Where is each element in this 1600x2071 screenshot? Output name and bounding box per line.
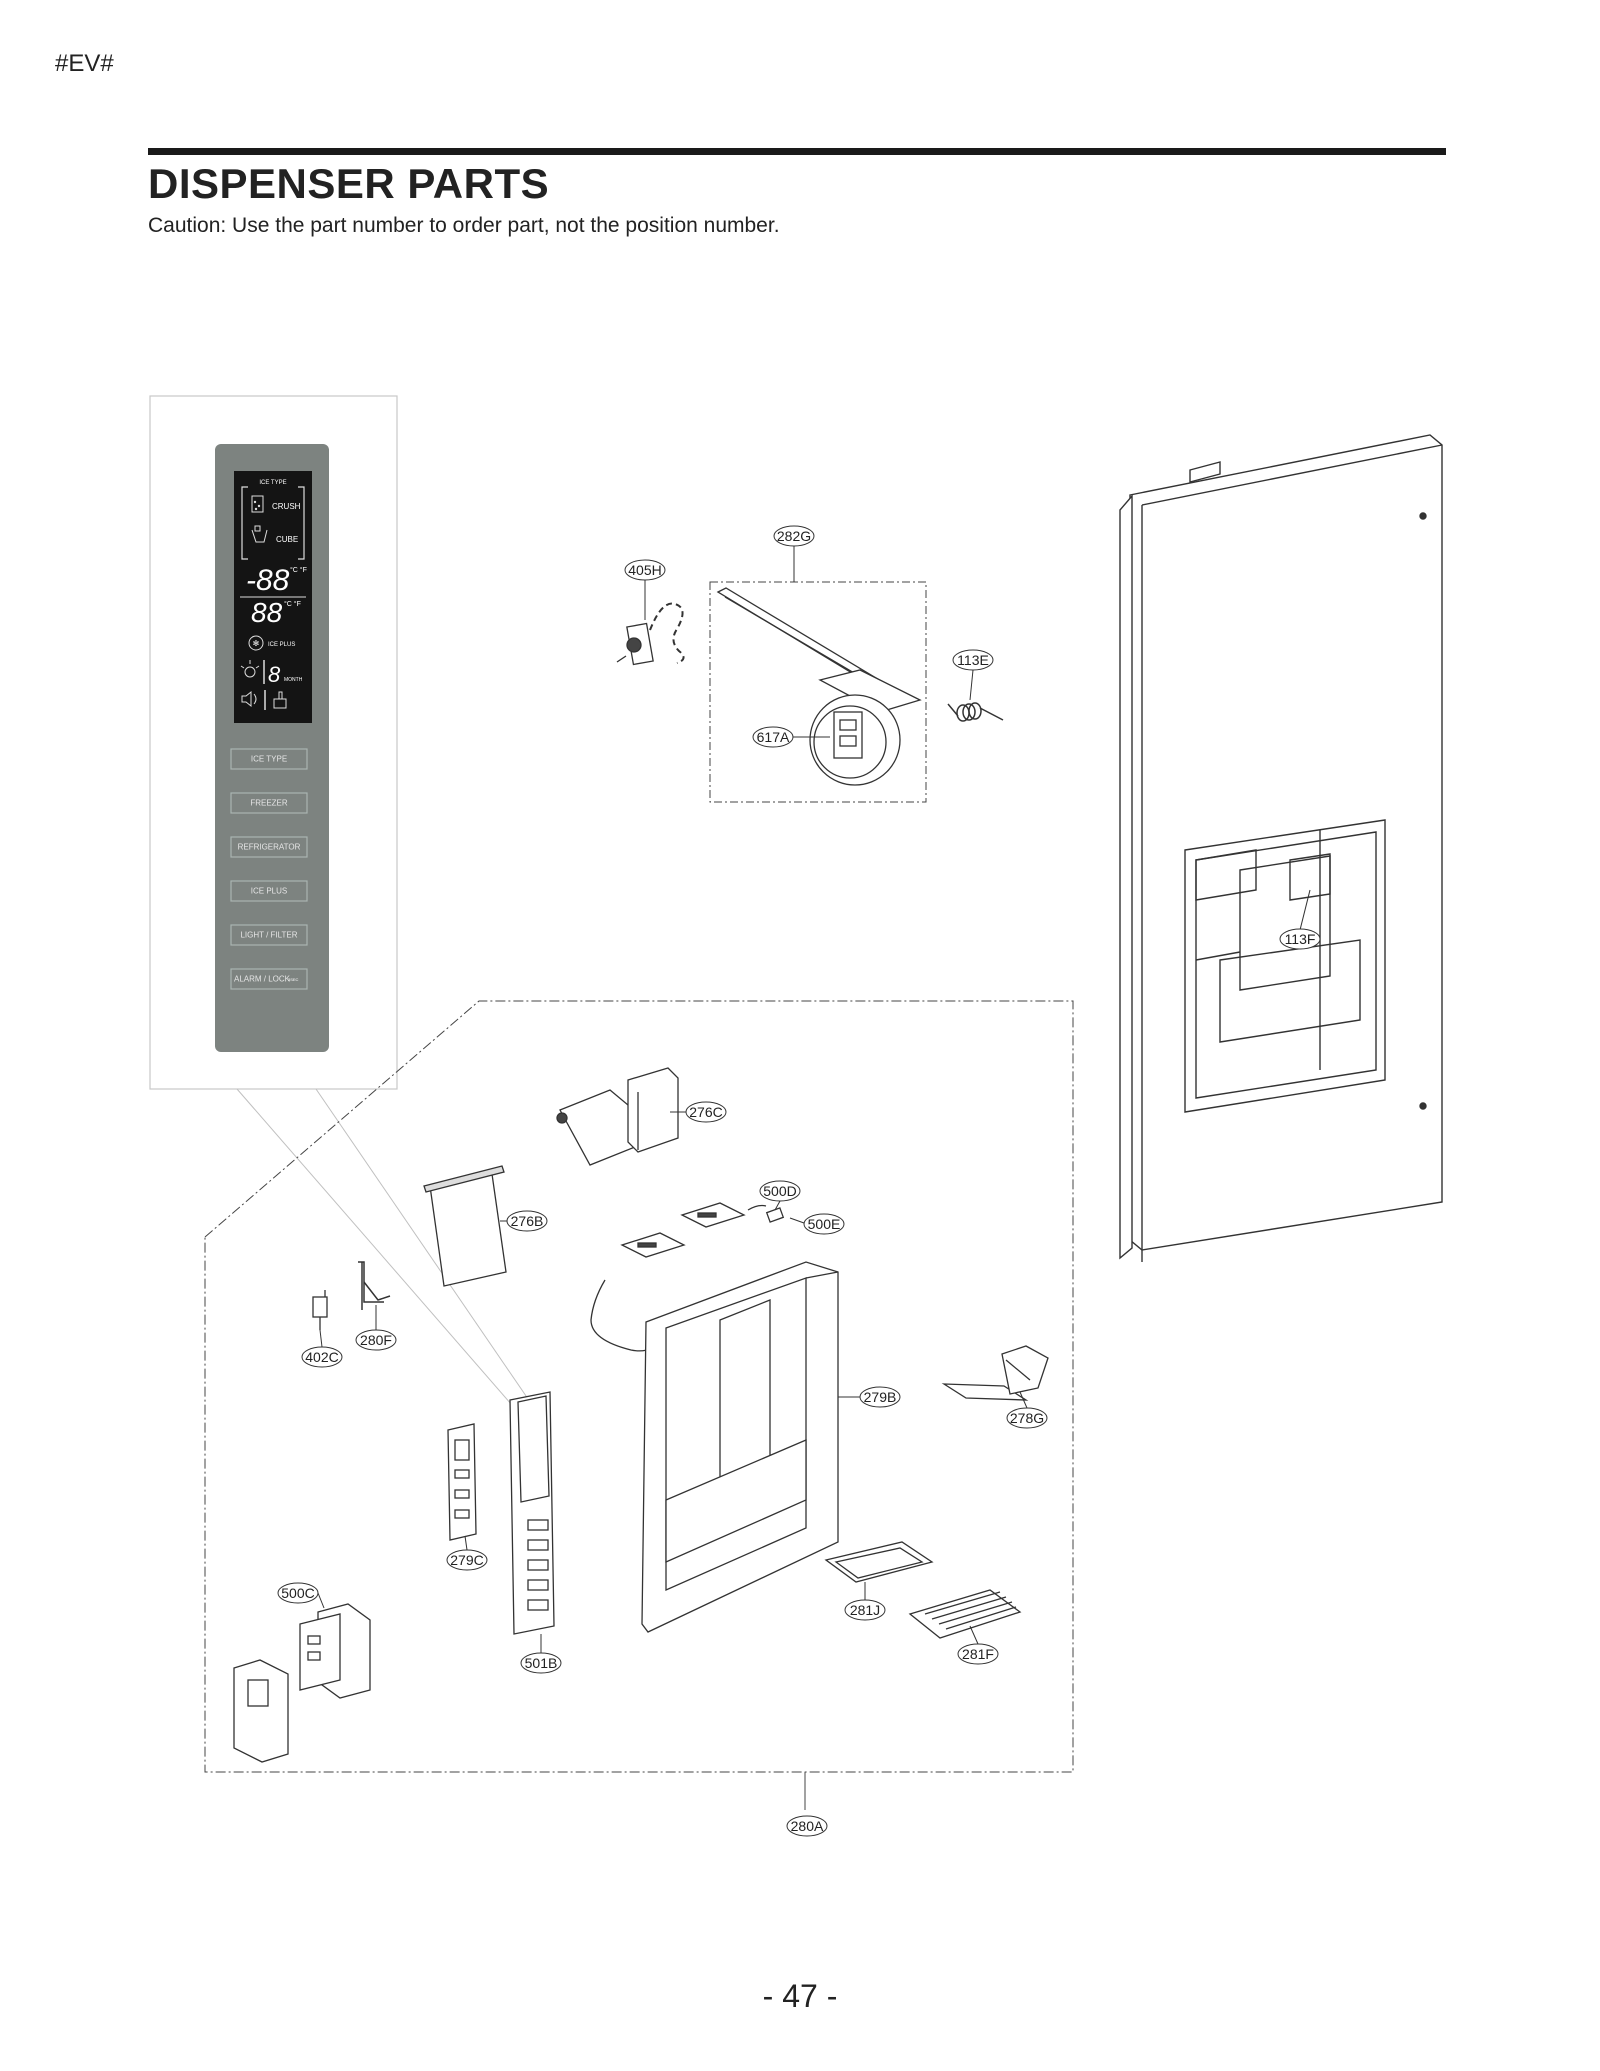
callout-282G: 282G: [773, 525, 815, 582]
freezer-button: [230, 792, 308, 814]
callout-279C: 279C: [446, 1535, 488, 1571]
ice-type-button-label: ICE TYPE: [251, 755, 287, 764]
control-panel-inset: ICE TYPE CRUSH CUBE -88 °C °F 88 °C °F ✻…: [149, 395, 538, 1413]
callout-276C: 276C: [670, 1101, 727, 1123]
fridge-temp-readout: 88: [251, 597, 283, 628]
label-276C: 276C: [689, 1104, 722, 1120]
label-617A: 617A: [757, 729, 790, 745]
part-280F-drawing: [358, 1261, 391, 1310]
callouts: 405H 282G 113E 617A 113F 276C 500D 500E …: [277, 525, 1321, 1837]
label-405H: 405H: [628, 562, 661, 578]
part-281F-drawing: [908, 1589, 1022, 1639]
label-281F: 281F: [962, 1646, 994, 1662]
label-276B: 276B: [511, 1213, 544, 1229]
label-279C: 279C: [450, 1552, 483, 1568]
document-code: #EV#: [55, 50, 114, 77]
filter-month-digit: 8: [268, 662, 281, 687]
label-282G: 282G: [777, 528, 811, 544]
svg-text:✻: ✻: [253, 639, 260, 648]
part-405H-drawing: [616, 602, 685, 666]
light-icon: [240, 660, 260, 678]
callout-113E: 113E: [952, 649, 994, 701]
label-280A: 280A: [791, 1818, 824, 1834]
label-113F: 113F: [1285, 931, 1316, 947]
callout-500D: 500D: [759, 1180, 801, 1211]
alarm-lock-button: [230, 968, 308, 990]
lock-hand-icon: [273, 691, 287, 709]
title-rule: [148, 148, 1446, 155]
light-filter-button: [230, 924, 308, 946]
label-279B: 279B: [864, 1389, 897, 1405]
label-402C: 402C: [305, 1349, 338, 1365]
ice-type-button: [230, 748, 308, 770]
assembly-282G-outline: [709, 581, 927, 803]
alarm-lock-button-label: ALARM / LOCK: [234, 975, 291, 984]
callout-278G: 278G: [1006, 1391, 1048, 1429]
part-500E-drawing: [765, 1207, 785, 1223]
callout-500C: 500C: [277, 1582, 325, 1609]
caution-note: Caution: Use the part number to order pa…: [148, 214, 780, 237]
ice-plus-display-label: ICE PLUS: [268, 642, 295, 648]
cube-label: CUBE: [276, 535, 298, 544]
freezer-temp-readout: -88: [246, 564, 290, 597]
filter-month-units: MONTH: [284, 677, 303, 683]
callout-280A: 280A: [786, 1815, 828, 1837]
callout-280F: 280F: [355, 1305, 397, 1351]
page-title: DISPENSER PARTS: [148, 160, 550, 207]
panel-buttons: ICE TYPE FREEZER REFRIGERATOR ICE PLUS L…: [230, 748, 308, 990]
door-drawing: [1119, 434, 1443, 1262]
alarm-lock-hold-label: 3SEC: [288, 977, 299, 982]
label-280F: 280F: [360, 1332, 392, 1348]
part-276C-drawing: [556, 1067, 679, 1166]
callout-279B: 279B: [838, 1386, 901, 1408]
part-500C-drawing: [233, 1603, 371, 1763]
assembly-280A-outline: [204, 1000, 1074, 1773]
callout-281J: 281J: [844, 1582, 886, 1621]
part-279C-drawing: [447, 1423, 477, 1541]
ice-type-display-label: ICE TYPE: [259, 480, 286, 486]
part-278G-drawing: [941, 1345, 1049, 1401]
crush-icon: [251, 495, 264, 513]
freezer-button-label: FREEZER: [250, 799, 288, 808]
freezer-temp-units: °C °F: [290, 566, 307, 574]
label-281J: 281J: [850, 1602, 880, 1618]
callout-500E: 500E: [789, 1213, 845, 1235]
callout-281F: 281F: [957, 1625, 999, 1665]
part-402C-drawing: [312, 1290, 328, 1330]
light-filter-button-label: LIGHT / FILTER: [240, 931, 297, 940]
part-113E-drawing: [947, 702, 1004, 722]
part-276B-drawing: [423, 1165, 507, 1287]
part-279B-drawing: [641, 1261, 839, 1633]
refrigerator-button: [230, 836, 308, 858]
ice-plus-icon: [248, 635, 264, 651]
callout-617A: 617A: [752, 726, 830, 748]
ice-plus-button: [230, 880, 308, 902]
part-282G-drawing: [716, 587, 922, 786]
label-500C: 500C: [281, 1585, 314, 1601]
callout-276B: 276B: [500, 1210, 548, 1232]
callout-113F: 113F: [1279, 889, 1321, 950]
alarm-speaker-icon: [241, 690, 257, 708]
callout-402C: 402C: [301, 1329, 343, 1368]
refrigerator-button-label: REFRIGERATOR: [238, 843, 301, 852]
part-281J-drawing: [824, 1541, 934, 1583]
fridge-temp-units: °C °F: [284, 600, 301, 608]
page-number: - 47 -: [762, 1978, 838, 2014]
callout-501B: 501B: [520, 1634, 562, 1674]
label-500D: 500D: [763, 1183, 796, 1199]
crush-label: CRUSH: [272, 502, 301, 511]
part-501B-drawing: [509, 1391, 555, 1635]
callout-405H: 405H: [624, 559, 666, 620]
ice-plus-button-label: ICE PLUS: [251, 887, 287, 896]
label-501B: 501B: [525, 1655, 558, 1671]
cube-icon: [251, 525, 268, 543]
label-278G: 278G: [1010, 1410, 1044, 1426]
label-500E: 500E: [808, 1216, 841, 1232]
label-113E: 113E: [957, 652, 989, 668]
